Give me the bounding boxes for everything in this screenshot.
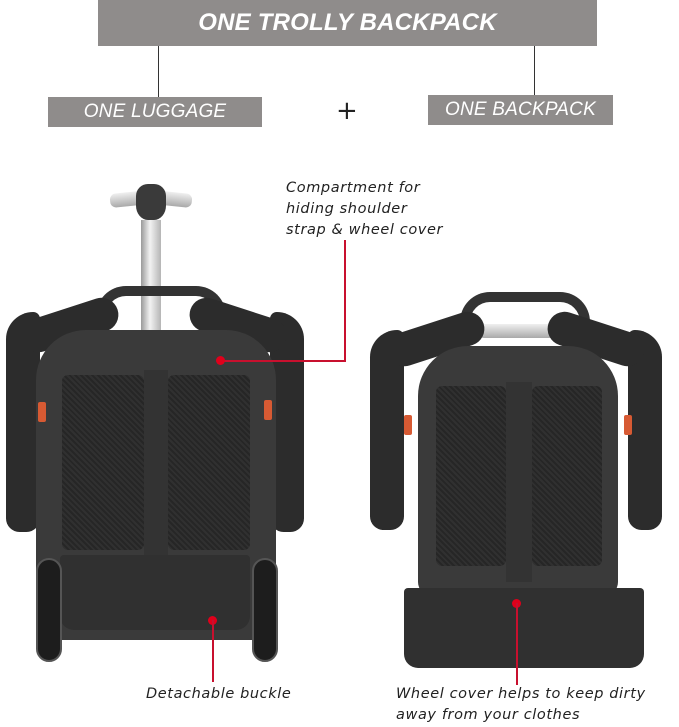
- wheel-left: [36, 558, 62, 662]
- connector-right: [534, 46, 535, 95]
- strap-adjuster-right: [264, 400, 272, 420]
- luggage-label-text: ONE LUGGAGE: [83, 101, 227, 122]
- back-spine: [144, 370, 168, 560]
- strap-adjuster-right: [624, 415, 632, 435]
- backpack-label-text: ONE BACKPACK: [445, 99, 596, 120]
- back-panel-mesh-right: [532, 386, 602, 566]
- caption-line-3: strap & wheel cover: [286, 222, 444, 238]
- luggage-label: ONE LUGGAGE: [48, 97, 262, 127]
- compartment-pointer-vertical: [344, 240, 346, 362]
- wheel-right: [252, 558, 278, 662]
- title-banner: ONE TROLLY BACKPACK: [98, 0, 597, 46]
- strap-adjuster-left: [38, 402, 46, 422]
- backpack-label: ONE BACKPACK: [428, 95, 613, 125]
- caption-line-2: hiding shoulder: [286, 201, 408, 217]
- buckle-pointer: [212, 620, 214, 682]
- buckle-caption: Detachable buckle: [146, 686, 292, 702]
- back-panel-mesh-left: [62, 375, 144, 550]
- caption-line-2: away from your clothes: [396, 707, 581, 723]
- tucked-handle: [478, 324, 562, 338]
- plus-sign: +: [336, 96, 358, 126]
- caption-line-1: Wheel cover helps to keep dirty: [396, 686, 646, 702]
- caption-line-1: Compartment for: [286, 180, 421, 196]
- back-spine: [506, 382, 532, 582]
- trolley-base: [60, 555, 250, 630]
- wheel-cover: [404, 588, 644, 668]
- strap-adjuster-left: [404, 415, 412, 435]
- trolley-backpack-image: [0, 180, 320, 670]
- compartment-pointer-horizontal: [220, 360, 346, 362]
- connector-left: [158, 46, 159, 97]
- handle-knob: [136, 184, 166, 220]
- backpack-mode-image: [360, 290, 679, 670]
- back-panel-mesh-right: [168, 375, 250, 550]
- wheel-cover-pointer: [516, 603, 518, 685]
- title-text: ONE TROLLY BACKPACK: [198, 9, 497, 36]
- wheel-cover-caption: Wheel cover helps to keep dirty away fro…: [396, 684, 646, 726]
- compartment-caption: Compartment for hiding shoulder strap & …: [286, 178, 443, 241]
- back-panel-mesh-left: [436, 386, 506, 566]
- compartment-marker: [216, 356, 225, 365]
